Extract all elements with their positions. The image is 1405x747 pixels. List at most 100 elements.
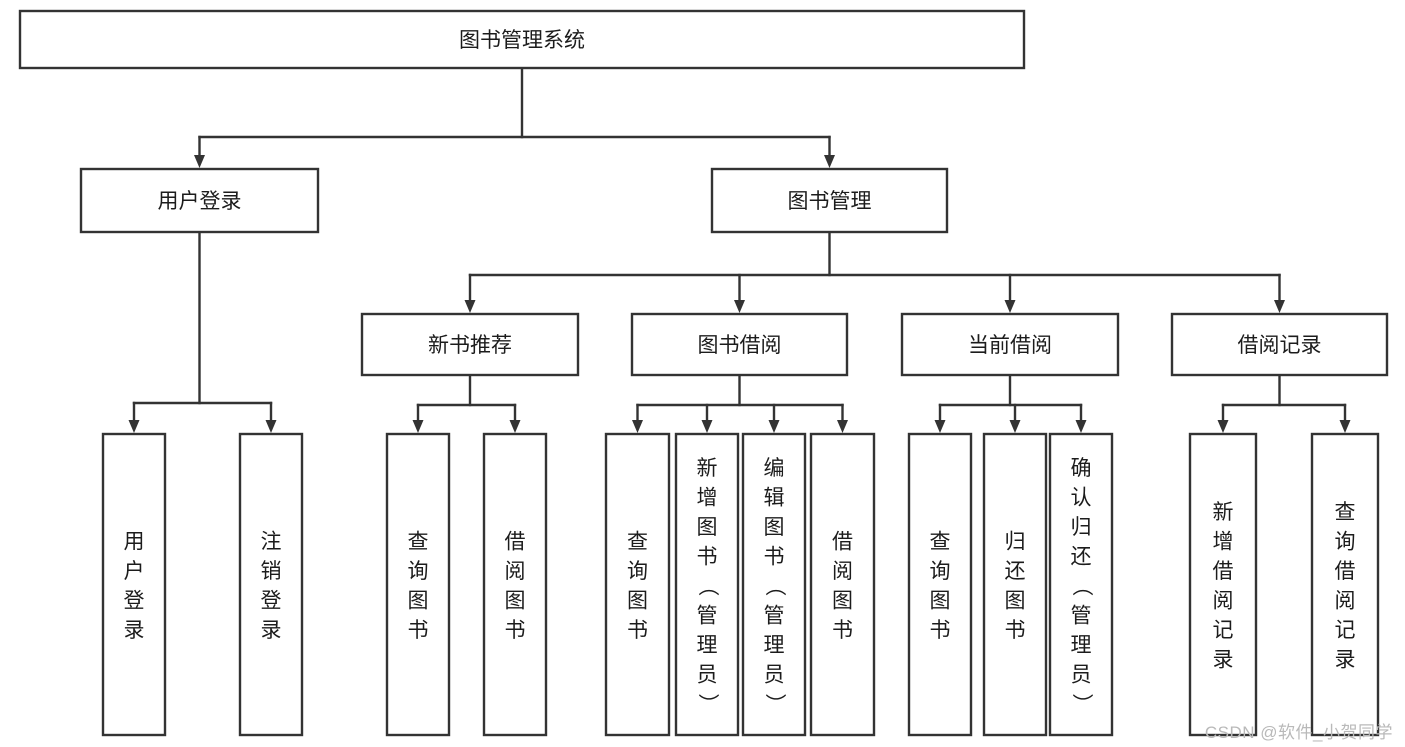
node-box-leaf-add-record — [1188, 432, 1258, 737]
svg-text:还: 还 — [1071, 545, 1092, 568]
svg-text:新: 新 — [697, 457, 718, 480]
svg-text:图: 图 — [505, 590, 526, 613]
node-label-book-borrow: 图书借阅 — [698, 334, 782, 357]
node-box-book-manage — [710, 167, 949, 234]
node-box-root — [18, 9, 1026, 70]
svg-text:书: 书 — [408, 619, 429, 642]
node-label-book-manage: 图书管理 — [788, 190, 872, 213]
svg-text:书: 书 — [832, 619, 853, 642]
svg-text:书: 书 — [505, 619, 526, 642]
svg-text:书: 书 — [627, 619, 648, 642]
svg-text:借: 借 — [505, 531, 526, 554]
svg-text:归: 归 — [1005, 531, 1026, 554]
node-box-leaf-query-book-2 — [604, 432, 671, 737]
node-label-leaf-user-login: 用户登录 — [124, 531, 145, 643]
svg-text:用: 用 — [124, 531, 145, 554]
svg-text:阅: 阅 — [832, 560, 853, 583]
svg-text:）: ） — [696, 693, 719, 714]
svg-text:认: 认 — [1071, 486, 1092, 509]
node-book-manage[interactable]: 图书管理 — [710, 167, 949, 234]
node-user-login[interactable]: 用户登录 — [79, 167, 320, 234]
svg-text:登: 登 — [261, 590, 282, 613]
svg-text:确: 确 — [1071, 457, 1092, 480]
nodes-layer: 图书管理系统用户登录图书管理新书推荐图书借阅当前借阅借阅记录用户登录注销登录查询… — [18, 9, 1389, 737]
svg-text:理: 理 — [764, 634, 785, 657]
svg-text:新: 新 — [1213, 501, 1234, 524]
svg-text:图: 图 — [1005, 590, 1026, 613]
node-box-leaf-confirm-return — [1048, 432, 1114, 737]
svg-text:记: 记 — [1213, 619, 1234, 642]
connector-book-manage — [464, 230, 1285, 313]
node-box-user-login — [79, 167, 320, 234]
node-borrow-record[interactable]: 借阅记录 — [1170, 312, 1389, 377]
node-root[interactable]: 图书管理系统 — [18, 9, 1026, 70]
node-label-user-login: 用户登录 — [158, 190, 242, 213]
svg-text:管: 管 — [697, 604, 718, 627]
svg-text:书: 书 — [697, 545, 718, 568]
svg-text:借: 借 — [1335, 560, 1356, 583]
svg-text:图: 图 — [408, 590, 429, 613]
node-book-borrow[interactable]: 图书借阅 — [630, 312, 849, 377]
svg-text:）: ） — [1070, 693, 1093, 714]
svg-text:询: 询 — [1335, 531, 1356, 554]
node-box-leaf-user-login — [101, 432, 167, 737]
node-current-borrow[interactable]: 当前借阅 — [900, 312, 1120, 377]
svg-text:借: 借 — [1213, 560, 1234, 583]
svg-text:录: 录 — [261, 619, 282, 642]
svg-text:借: 借 — [832, 531, 853, 554]
svg-text:辑: 辑 — [764, 486, 785, 509]
svg-text:查: 查 — [408, 531, 429, 554]
node-label-borrow-record: 借阅记录 — [1238, 334, 1322, 357]
connector-borrow-record — [1217, 373, 1351, 433]
svg-text:户: 户 — [124, 560, 145, 583]
svg-text:员: 员 — [764, 663, 785, 686]
node-box-leaf-query-record — [1310, 432, 1380, 737]
node-leaf-user-login[interactable]: 用户登录 — [101, 432, 167, 737]
svg-text:询: 询 — [408, 560, 429, 583]
svg-text:（: （ — [763, 575, 786, 596]
svg-text:查: 查 — [930, 531, 951, 554]
node-box-book-borrow — [630, 312, 849, 377]
svg-text:理: 理 — [697, 634, 718, 657]
node-box-leaf-logout — [238, 432, 304, 737]
svg-text:员: 员 — [1071, 663, 1092, 686]
svg-text:阅: 阅 — [505, 560, 526, 583]
node-label-new-book-rec: 新书推荐 — [428, 334, 512, 357]
svg-text:员: 员 — [697, 663, 718, 686]
node-new-book-rec[interactable]: 新书推荐 — [360, 312, 580, 377]
connector-user-login — [128, 230, 277, 433]
svg-text:注: 注 — [261, 531, 282, 554]
svg-text:书: 书 — [1005, 619, 1026, 642]
svg-text:登: 登 — [124, 590, 145, 613]
svg-text:阅: 阅 — [1213, 590, 1234, 613]
svg-text:归: 归 — [1071, 516, 1092, 539]
node-box-current-borrow — [900, 312, 1120, 377]
node-box-leaf-edit-book — [741, 432, 807, 737]
watermark: CSDN @软件_小贺同学 — [1204, 723, 1393, 742]
node-box-leaf-return-book — [982, 432, 1048, 737]
node-box-leaf-borrow-book-2 — [809, 432, 876, 737]
svg-text:查: 查 — [627, 531, 648, 554]
